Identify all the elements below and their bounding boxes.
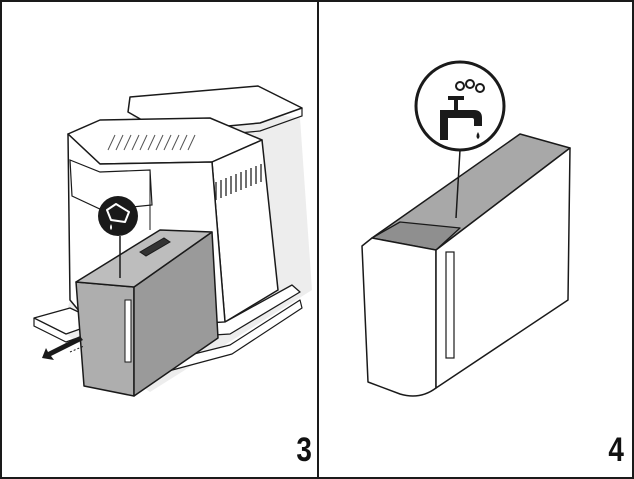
tank-handle: [139, 237, 171, 257]
pull-arrow-icon: [42, 336, 85, 360]
step-number-4: 4: [608, 431, 624, 469]
top-vent-grille: [107, 134, 196, 151]
tank4-side: [435, 147, 571, 389]
tap-callout-line: [455, 149, 461, 219]
tank4-level-window: [445, 251, 455, 359]
tank4-front: [361, 237, 437, 397]
water-tank-top: [75, 229, 213, 288]
panel-4-illustration: [361, 60, 571, 397]
step-number-3: 3: [296, 431, 312, 469]
side-vents: [215, 164, 262, 200]
panel-3-illustration: [33, 85, 312, 397]
water-tank-icon: [98, 196, 138, 236]
water-tap-icon: [414, 60, 506, 152]
tank-level-window: [124, 299, 132, 363]
control-panel: [69, 159, 153, 211]
